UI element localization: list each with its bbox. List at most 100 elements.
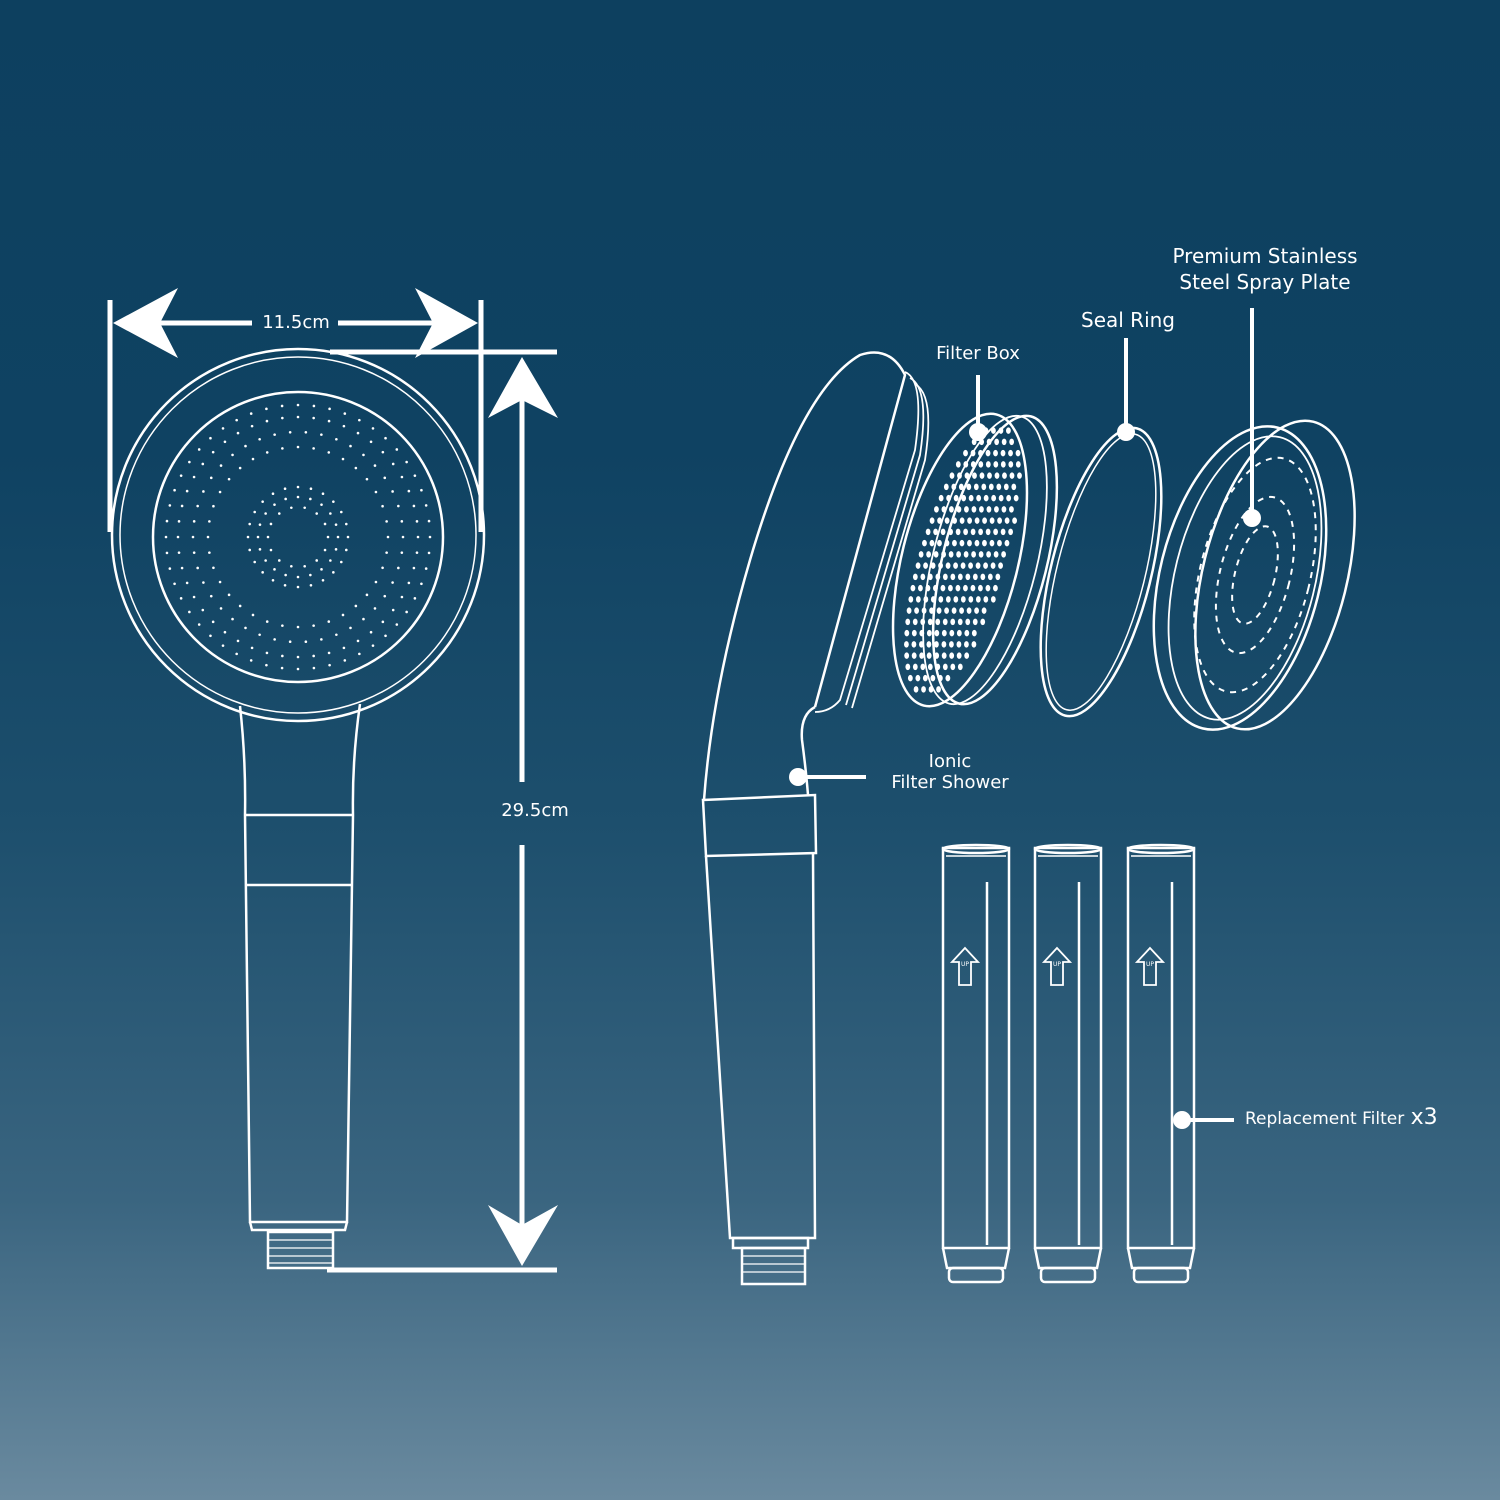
filter-hole bbox=[955, 461, 961, 468]
filter-hole bbox=[1006, 427, 1011, 434]
filter-hole bbox=[940, 528, 946, 536]
nozzle-dot bbox=[281, 624, 284, 627]
nozzle-dot bbox=[373, 464, 377, 467]
filter-hole bbox=[919, 641, 924, 648]
filter-hole bbox=[956, 629, 962, 637]
nozzle-dot bbox=[416, 535, 420, 539]
filter-hole bbox=[963, 528, 969, 536]
spray-pattern bbox=[1214, 495, 1296, 655]
nozzle-dot bbox=[381, 504, 384, 508]
filter-hole bbox=[936, 686, 941, 693]
nozzle-dot bbox=[400, 595, 404, 599]
filter-hole bbox=[914, 607, 919, 614]
filter-hole bbox=[998, 427, 1004, 434]
filter-hole bbox=[978, 449, 983, 457]
filter-hole bbox=[964, 506, 969, 513]
nozzle-dot bbox=[341, 457, 345, 461]
filter-hole bbox=[1004, 517, 1010, 524]
label-replacement-filter: Replacement Filter x3 bbox=[1245, 1105, 1438, 1131]
filter-hole bbox=[912, 618, 918, 626]
filter-hole bbox=[987, 472, 992, 479]
filter-hole bbox=[953, 562, 958, 569]
nozzle-dot bbox=[266, 535, 270, 539]
up-arrow-icon bbox=[1041, 946, 1073, 986]
nozzle-dot bbox=[327, 451, 331, 454]
nozzle-dot bbox=[381, 566, 384, 570]
filter-hole bbox=[978, 584, 983, 592]
nozzle-dot bbox=[346, 535, 350, 539]
filter-hole bbox=[910, 584, 916, 592]
filter-hole bbox=[982, 517, 987, 524]
nozzle-dot bbox=[328, 407, 331, 411]
filter-hole bbox=[941, 551, 947, 558]
filter-hole bbox=[926, 641, 932, 648]
filter-hole bbox=[915, 562, 921, 569]
filter-hole bbox=[955, 528, 961, 536]
filter-hole bbox=[950, 573, 956, 581]
filter-hole bbox=[918, 551, 924, 558]
nozzle-dot bbox=[208, 520, 211, 523]
filter-hole bbox=[949, 506, 954, 513]
nozzle-dot bbox=[212, 504, 215, 508]
filter-hole bbox=[964, 472, 970, 479]
filter-hole bbox=[919, 652, 925, 659]
filter-hole bbox=[952, 539, 957, 547]
nozzle-dot bbox=[197, 448, 201, 451]
front-view-shower-head bbox=[110, 347, 486, 1270]
filter-hole bbox=[993, 449, 998, 457]
filter-hole bbox=[961, 494, 967, 502]
nozzle-dot bbox=[309, 573, 312, 577]
nozzle-dot bbox=[221, 644, 225, 647]
filter-hole bbox=[1015, 449, 1021, 457]
filter-hole bbox=[963, 551, 969, 558]
filter-hole bbox=[959, 607, 964, 614]
nozzle-dot bbox=[219, 464, 223, 467]
filter-hole bbox=[985, 584, 991, 592]
nozzle-dot bbox=[231, 617, 234, 621]
nozzle-dot bbox=[405, 610, 408, 614]
nozzle-dot bbox=[383, 476, 387, 480]
filter-hole bbox=[911, 641, 917, 648]
filter-hole bbox=[915, 596, 921, 603]
nozzle-dot bbox=[258, 523, 262, 526]
nozzle-dot bbox=[356, 431, 360, 435]
nozzle-dot bbox=[256, 535, 260, 539]
filter-hole bbox=[937, 517, 942, 524]
nozzle-dot bbox=[385, 520, 388, 523]
filter-hole bbox=[912, 663, 918, 671]
nozzle-dot bbox=[296, 415, 300, 419]
nozzle-dot bbox=[249, 659, 253, 662]
filter-hole bbox=[926, 652, 932, 659]
filter-hole bbox=[972, 472, 977, 479]
filter-hole bbox=[945, 562, 951, 569]
filter-hole bbox=[986, 551, 992, 558]
nozzle-dot bbox=[265, 620, 269, 623]
up-arrow-text: UP bbox=[1146, 961, 1154, 968]
filter-hole bbox=[1009, 472, 1015, 479]
nozzle-dot bbox=[384, 634, 387, 638]
nozzle-dot bbox=[265, 407, 268, 411]
filter-hole bbox=[957, 573, 963, 581]
filter-hole bbox=[929, 539, 935, 547]
nozzle-dot bbox=[321, 579, 325, 582]
filter-hole bbox=[913, 686, 919, 693]
spray-pattern bbox=[1231, 525, 1279, 625]
nozzle-dot bbox=[312, 624, 315, 627]
nozzle-dot bbox=[407, 489, 411, 493]
nozzle-dot bbox=[315, 512, 319, 515]
nozzle-dot bbox=[290, 506, 293, 510]
filter-hole bbox=[985, 449, 991, 457]
filter-hole bbox=[934, 641, 939, 648]
nozzle-dot bbox=[340, 510, 343, 514]
filter-hole bbox=[935, 663, 941, 671]
nozzle-dot bbox=[209, 436, 212, 440]
filter-hole bbox=[935, 618, 941, 626]
nozzle-dot bbox=[358, 418, 361, 422]
up-arrow-icon bbox=[949, 946, 981, 986]
filter-box bbox=[891, 412, 1059, 708]
nozzle-dot bbox=[371, 427, 375, 430]
nozzle-dot bbox=[218, 580, 222, 584]
filter-hole bbox=[956, 652, 962, 659]
filter-hole bbox=[925, 528, 931, 536]
